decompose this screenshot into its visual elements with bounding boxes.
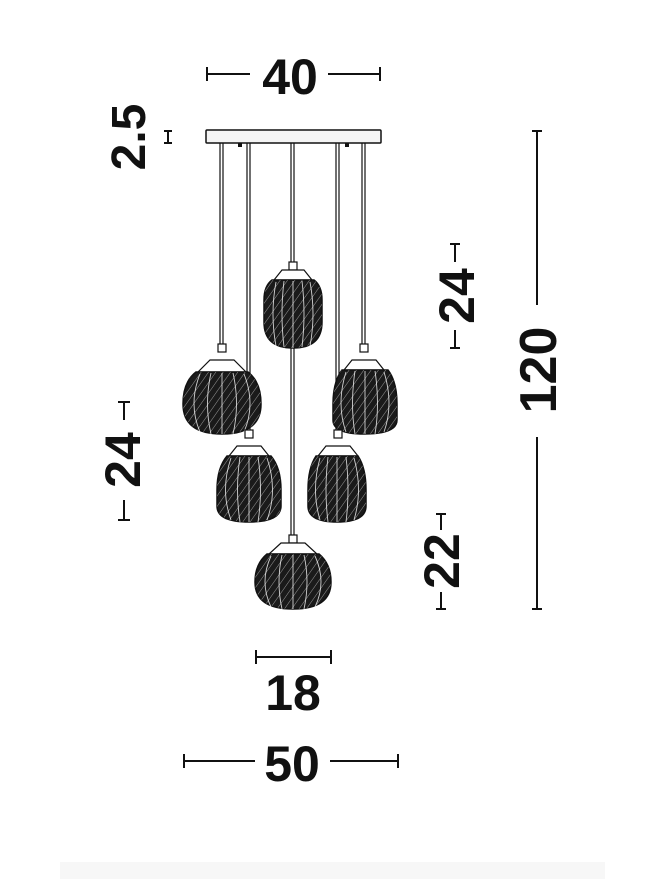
dim-total-width: 50	[183, 736, 399, 792]
dim-total-height: 120	[510, 130, 568, 610]
dim-canopy-width: 40	[206, 49, 381, 105]
dim-shade-height-right-label: 24	[429, 268, 485, 324]
shade-bottom-center	[254, 534, 332, 610]
shade-lower-left	[216, 429, 282, 523]
dim-shade-diameter: 18	[255, 650, 332, 721]
shade-mid-right	[332, 343, 398, 435]
dim-shade-height-left-label: 24	[95, 432, 151, 488]
shade-top-center	[263, 261, 323, 349]
pendant-cables	[219, 143, 366, 535]
bottom-band	[60, 862, 605, 879]
dim-total-width-label: 50	[264, 736, 320, 792]
shade-mid-left	[182, 343, 262, 435]
dim-total-height-label: 120	[510, 327, 568, 414]
dim-lower-shade-height-label: 22	[414, 533, 470, 589]
shade-lower-right	[307, 429, 367, 523]
dim-shade-height-right: 24	[429, 243, 485, 349]
dim-lower-shade-height: 22	[414, 513, 470, 610]
dim-canopy-width-label: 40	[262, 49, 318, 105]
dim-shade-diameter-label: 18	[265, 665, 321, 721]
dim-shade-height-left: 24	[95, 401, 151, 521]
dim-canopy-height-label: 2.5	[103, 104, 156, 171]
dim-canopy-height: 2.5	[103, 104, 172, 171]
